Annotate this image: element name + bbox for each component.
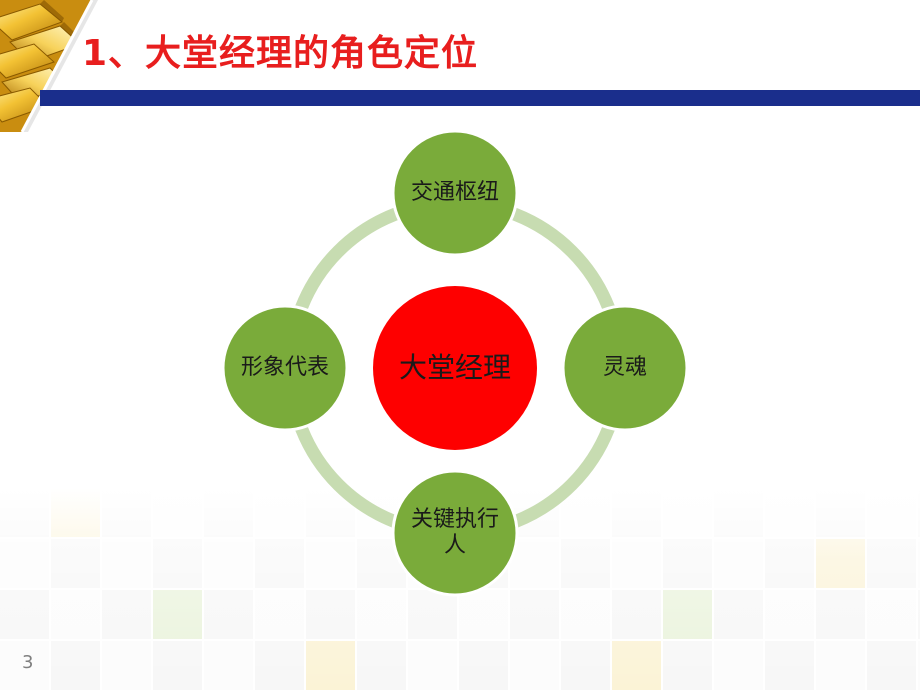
node-right-circle: [561, 304, 689, 432]
node-left-label: 形象代表: [240, 355, 329, 380]
node-top-circle: [391, 129, 519, 257]
slide-title: 1、大堂经理的角色定位: [82, 33, 479, 74]
page-number: 3: [22, 652, 34, 673]
node-bottom-circle: [391, 469, 519, 597]
gold-bars-icon: [0, 0, 100, 133]
center-node-circle: [373, 286, 537, 450]
checkered-background: [0, 488, 920, 690]
node-right-label: 灵魂: [602, 355, 647, 380]
center-node-label: 大堂经理: [398, 351, 511, 384]
node-top-label: 交通枢纽: [410, 180, 499, 205]
node-left-circle: [221, 304, 349, 432]
node-bottom-label: 关键执行人: [410, 507, 499, 558]
title-underline-bar: [40, 90, 920, 106]
